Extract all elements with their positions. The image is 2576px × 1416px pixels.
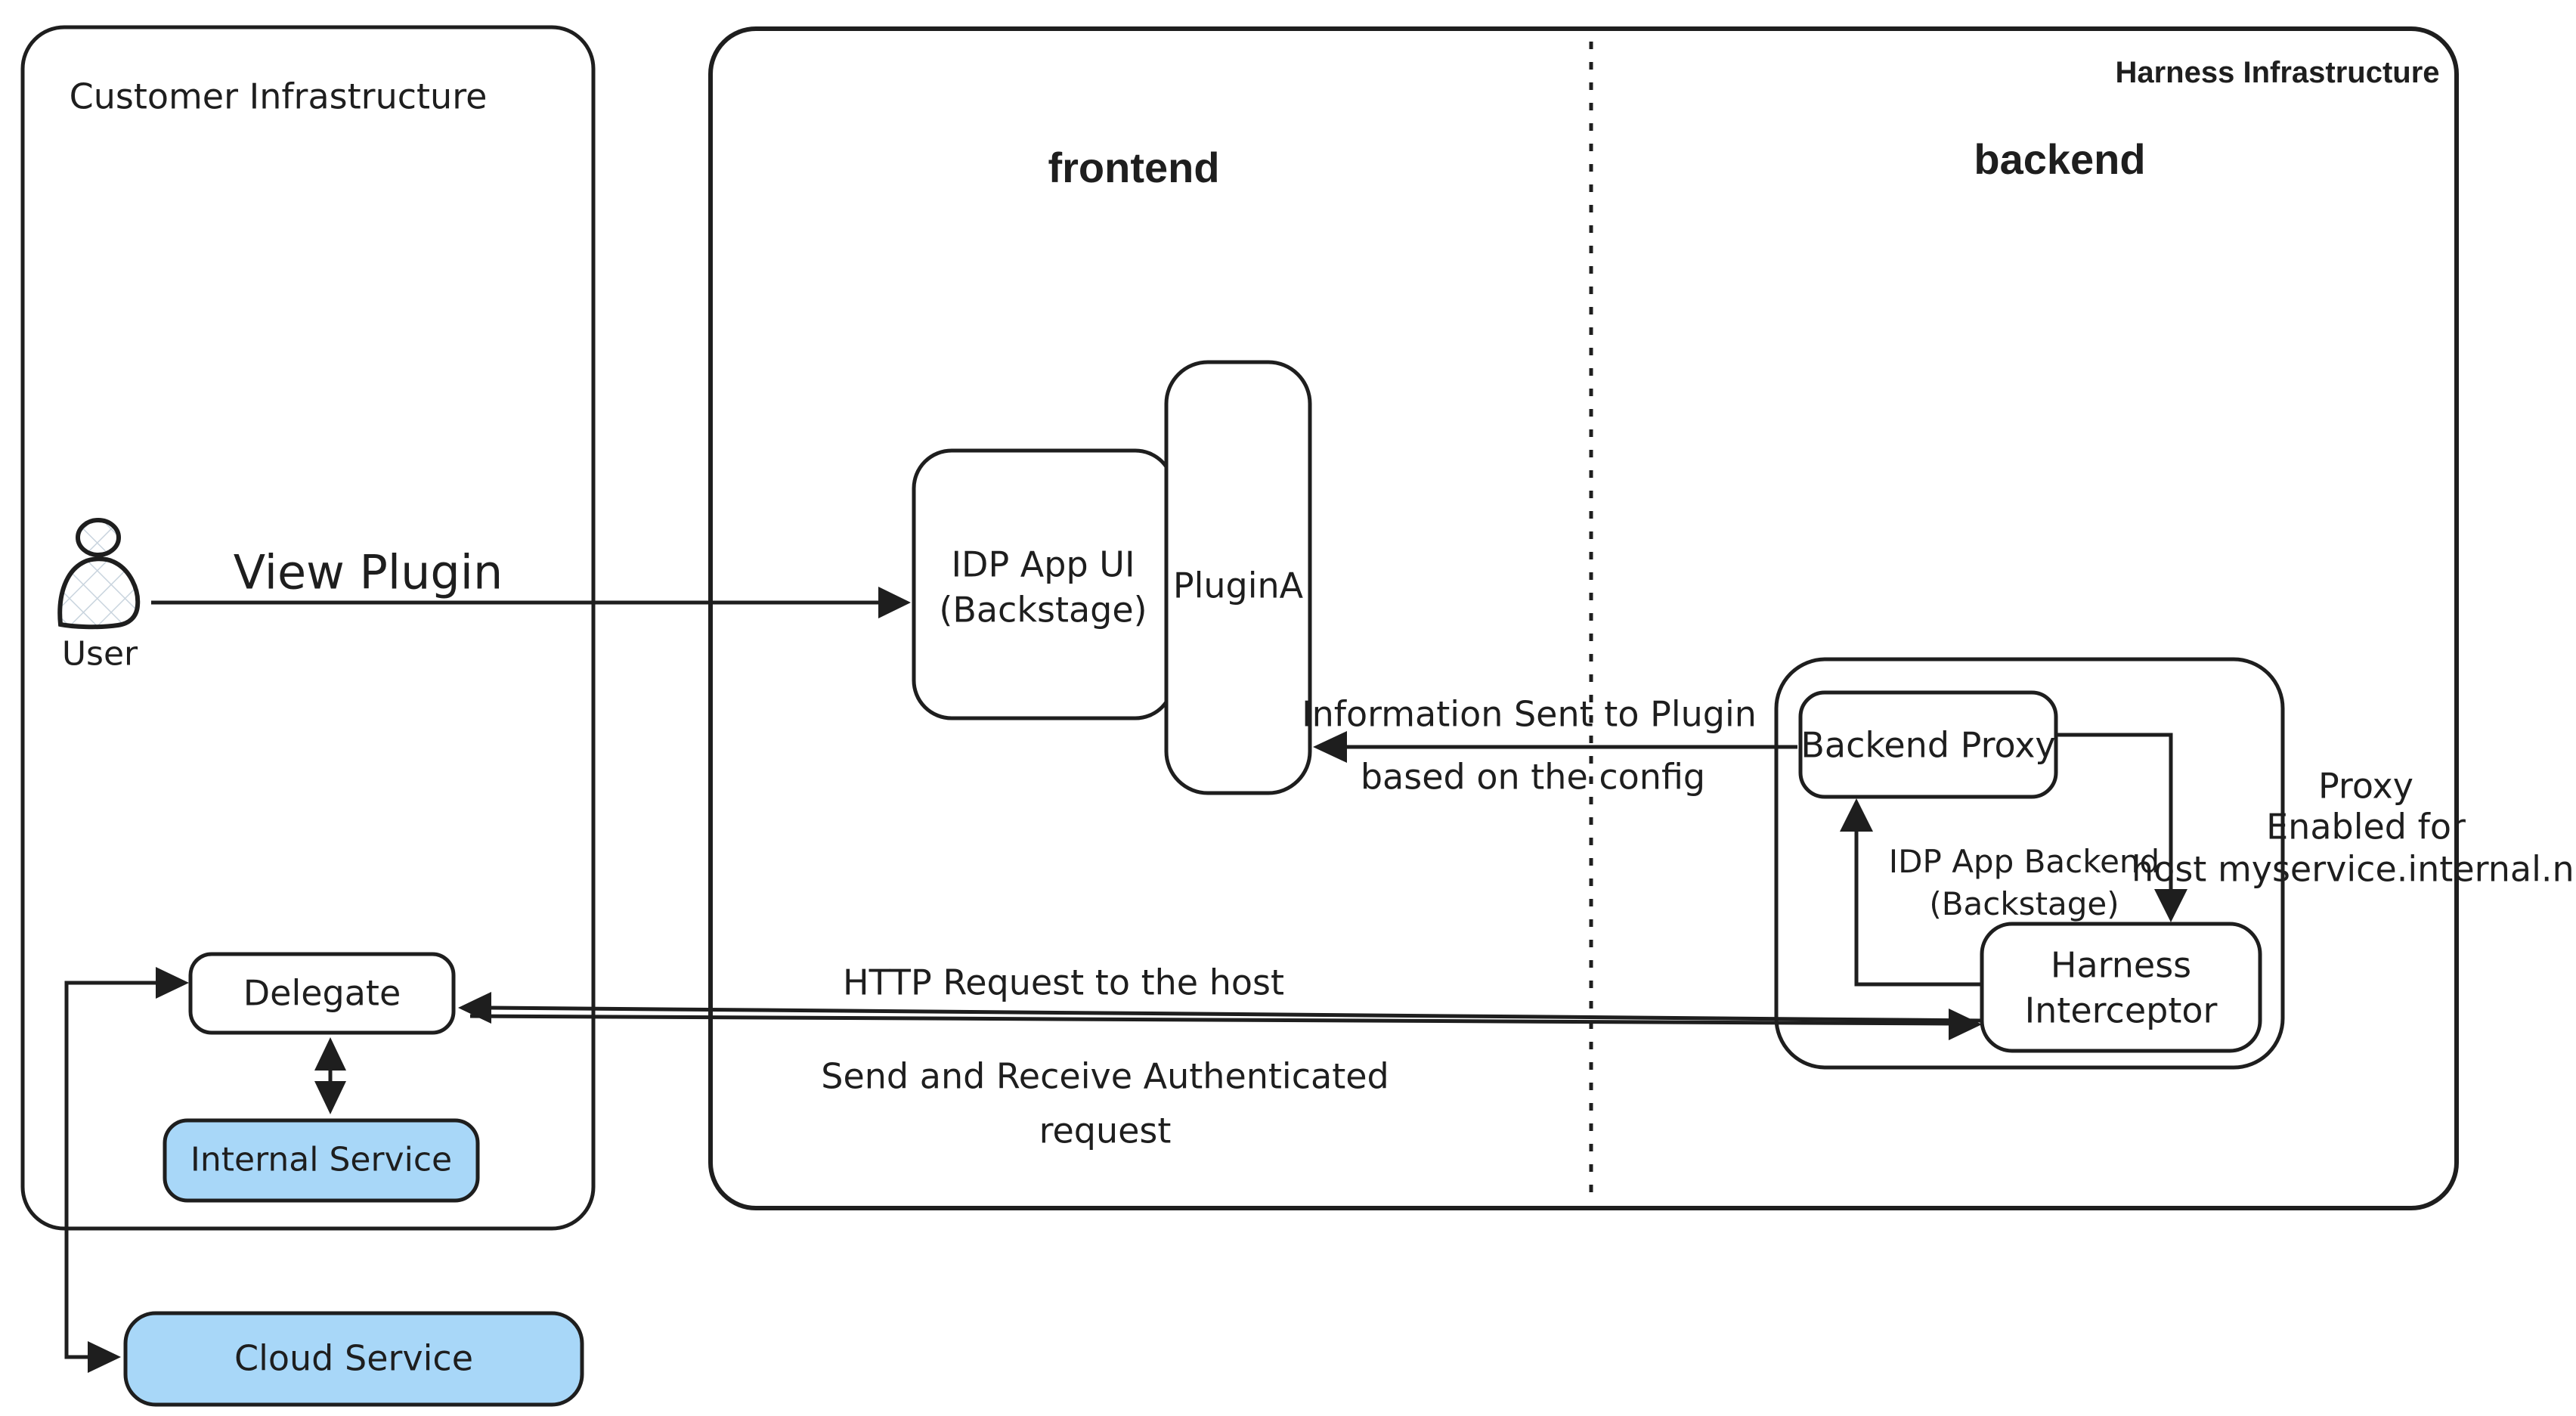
user-label: User [61, 634, 138, 674]
arrow-user-to-idp-ui [151, 587, 911, 618]
harness-interceptor-label-line1: Harness [2050, 944, 2192, 986]
plugin-a-label: PluginA [1172, 565, 1304, 606]
http-request-annotation: HTTP Request to the host [842, 962, 1285, 1003]
delegate-label: Delegate [243, 972, 401, 1014]
node-internal-service [163, 1118, 480, 1203]
idp-app-ui-label-line2: (Backstage) [939, 589, 1147, 631]
proxy-enabled-annotation-line2: Enabled for [2266, 806, 2466, 847]
node-plugin-a [1164, 360, 1312, 795]
arrow-proxy-to-interceptor [2056, 733, 2187, 922]
idp-app-backend-label-line2: (Backstage) [1929, 885, 2119, 922]
send-receive-annotation-line2: request [1039, 1110, 1172, 1151]
proxy-enabled-annotation-line1: Proxy [2317, 765, 2414, 807]
view-plugin-annotation: View Plugin [233, 544, 503, 600]
internal-service-label: Internal Service [190, 1140, 453, 1179]
node-harness-interceptor [1980, 922, 2262, 1053]
node-backend-proxy [1798, 690, 2058, 799]
harness-region-title: Harness Infrastructure [2115, 56, 2440, 89]
harness-interceptor-label-line2: Interceptor [2024, 990, 2218, 1031]
backend-proxy-label: Backend Proxy [1800, 724, 2056, 766]
backend-section-label: backend [1974, 135, 2146, 183]
send-receive-annotation-line1: Send and Receive Authenticated [821, 1055, 1389, 1097]
idp-app-ui-label-line1: IDP App UI [951, 544, 1135, 585]
arrow-delegate-internal-service [314, 1037, 346, 1114]
node-cloud-service [123, 1311, 584, 1407]
arrow-interceptor-to-proxy [1840, 798, 1982, 987]
cloud-service-label: Cloud Service [234, 1337, 474, 1379]
arrow-proxy-to-plugin [1313, 731, 1797, 763]
idp-app-backend-label-line1: IDP App Backend [1888, 842, 2160, 880]
frontend-section-label: frontend [1048, 143, 1220, 191]
customer-region-title: Customer Infrastructure [69, 76, 488, 117]
info-sent-annotation-line2: based on the config [1360, 756, 1706, 798]
info-sent-annotation-line1: Information Sent to Plugin [1302, 693, 1757, 735]
proxy-enabled-annotation-line3: host myservice.internal.net [2132, 848, 2576, 890]
customer-infrastructure-box [20, 25, 596, 1231]
user-icon [57, 518, 141, 630]
node-delegate [188, 952, 456, 1035]
arrow-delegate-cloud-service [64, 967, 189, 1373]
arrow-delegate-to-interceptor [469, 1009, 1982, 1040]
